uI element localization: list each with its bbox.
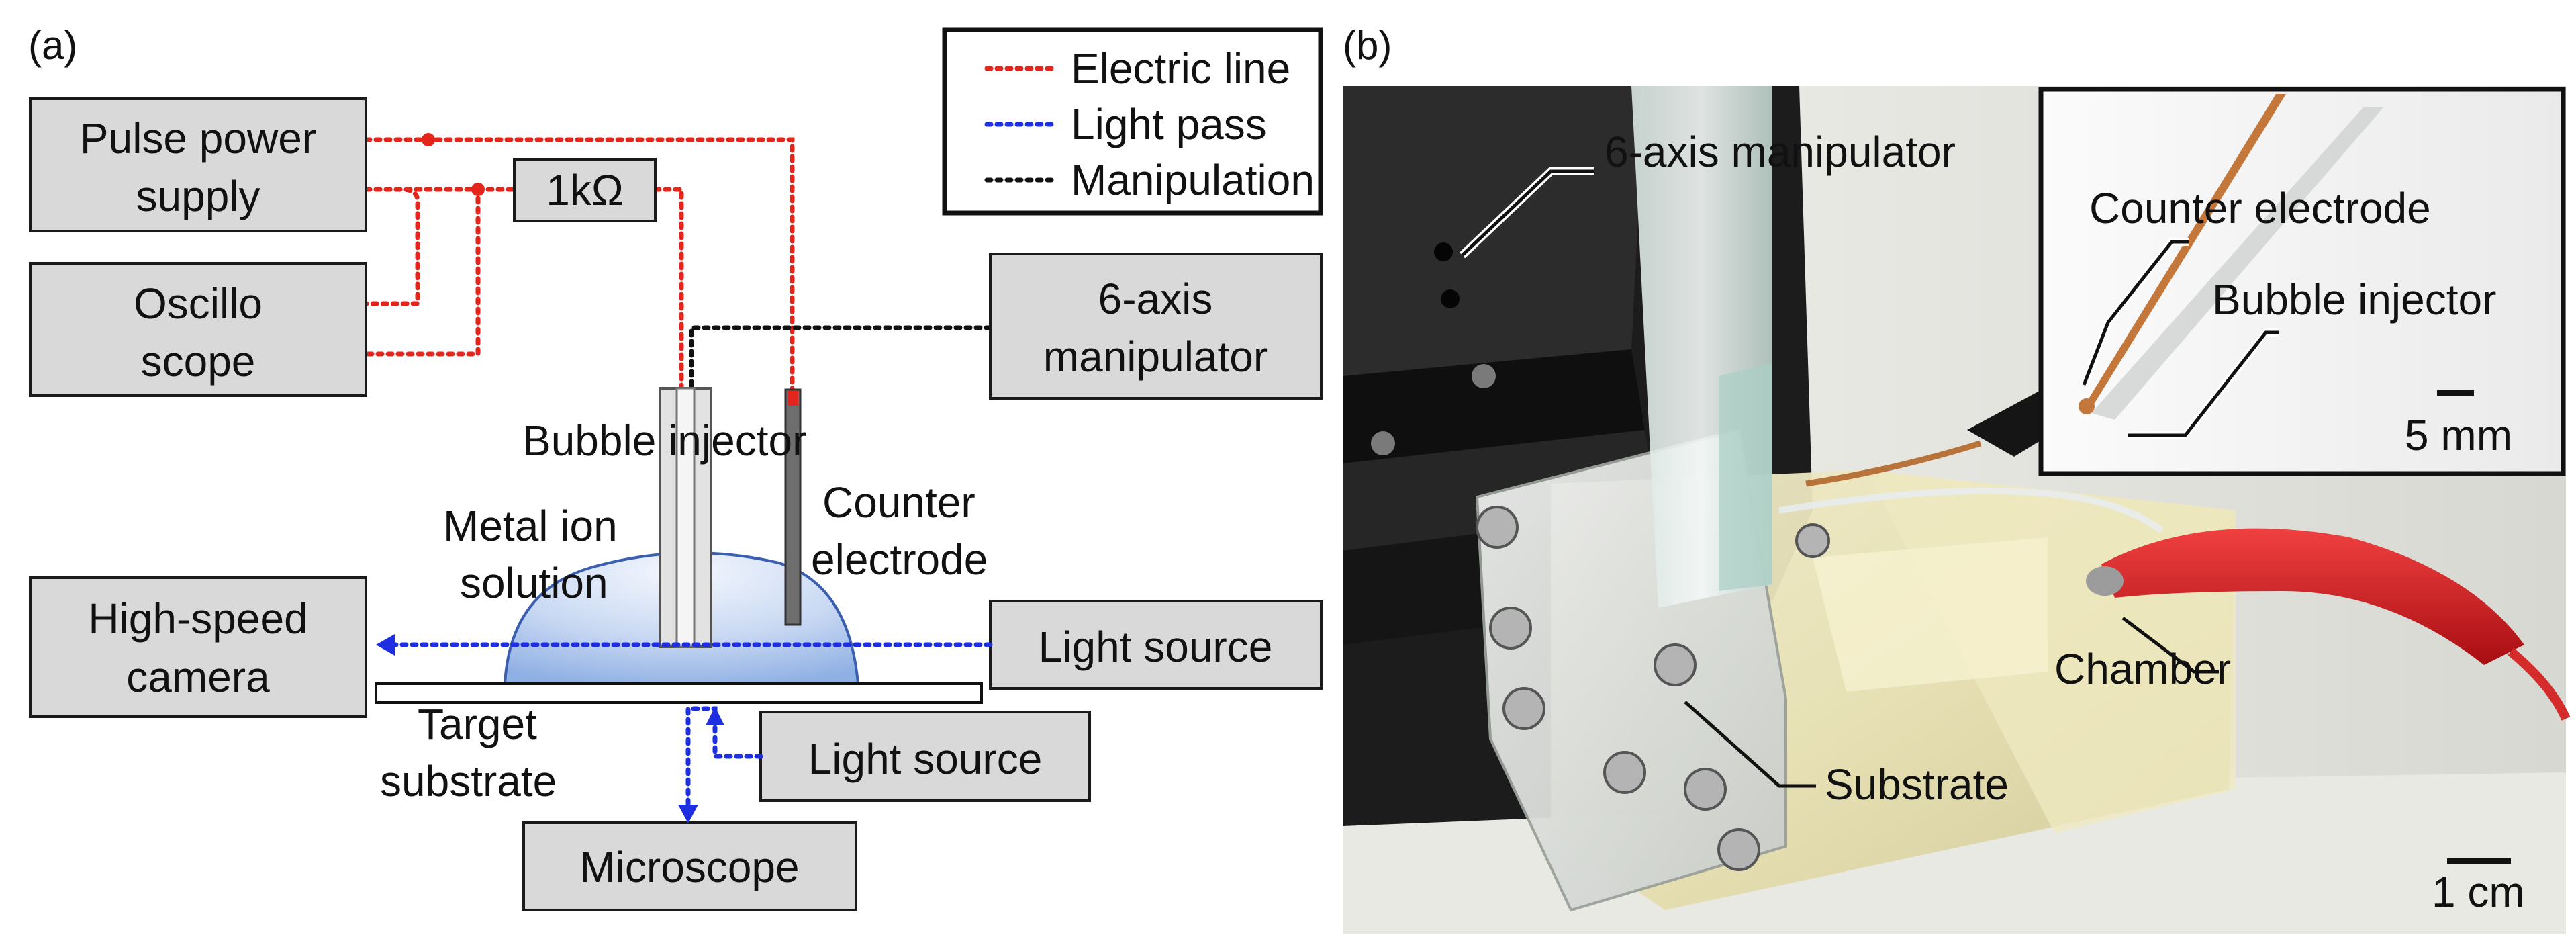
plate-screw <box>1476 506 1519 549</box>
inset-copper-electrode <box>2084 94 2286 408</box>
light-source-side-label: Light source <box>1039 623 1273 671</box>
red-clip <box>2101 528 2524 665</box>
light-source-bottom-box: Light source <box>759 711 1091 802</box>
inset-electrode-tip <box>2079 398 2095 414</box>
manipulation-line <box>689 325 993 389</box>
resistor-box: 1kΩ <box>513 158 657 222</box>
plate-screws <box>1476 506 1830 871</box>
legend-manipulation-label: Manipulation <box>1071 156 1315 204</box>
inset-leader-bubble-injector <box>2128 330 2279 437</box>
pulse-power-supply-line-1: Pulse power <box>80 114 316 163</box>
microscope-box: Microscope <box>522 821 857 911</box>
counter-electrode-label-1: Counter <box>822 478 975 527</box>
manipulator-line-1: 6-axis <box>1098 275 1213 323</box>
electric-line-resistor-to-scope <box>363 187 481 357</box>
plate-screw <box>1654 643 1697 686</box>
electric-junction-1 <box>422 133 435 146</box>
electric-junction-2 <box>471 183 485 196</box>
counter-electrode-tip <box>788 391 798 406</box>
manipulator-screw-hole <box>1441 289 1460 308</box>
manipulator-box: 6-axis manipulator <box>989 253 1323 400</box>
electric-line-supply-to-counter-electrode <box>363 137 795 396</box>
photo-label-substrate: Substrate <box>1825 760 2009 809</box>
inset-label-counter-electrode: Counter electrode <box>2089 184 2431 232</box>
pulse-power-supply-box: Pulse power supply <box>29 97 367 232</box>
plate-screw <box>1684 768 1727 811</box>
manipulator-screw-hole <box>1434 242 1453 261</box>
plate-screw <box>1489 607 1532 650</box>
legend: Electric line Light pass Manipulation <box>942 27 1323 216</box>
chamber-liquid <box>1813 537 2048 692</box>
microscope-label: Microscope <box>579 843 799 891</box>
light-path-side-arrowhead <box>376 634 395 656</box>
oscilloscope-line-1: Oscillo <box>134 279 263 328</box>
oscilloscope-line-2: scope <box>141 337 256 386</box>
counter-electrode-rod <box>784 388 802 626</box>
leader-chamber <box>2121 617 2219 674</box>
red-clip-cable <box>2508 647 2571 721</box>
camera-line-1: High-speed <box>88 594 307 643</box>
legend-light-label: Light pass <box>1071 100 1267 148</box>
photo-annotations: 6-axis manipulator Chamber Substrate 1 c… <box>1459 128 2525 916</box>
inset-glass-tube <box>2091 107 2383 420</box>
manipulator-screw <box>1472 364 1496 388</box>
target-substrate-label-1: Target <box>418 700 537 748</box>
target-substrate-label-2: substrate <box>380 757 557 805</box>
injector-tube <box>1778 487 2164 534</box>
plate-screw <box>1717 828 1760 871</box>
panel-label-b: (b) <box>1343 23 1392 68</box>
schematic-panel: (a) Electric line Light pass Manipulatio… <box>28 23 1323 911</box>
leader-manipulator <box>1461 169 1594 257</box>
panel-label-a: (a) <box>28 23 77 68</box>
inset-leader-counter-electrode <box>2082 240 2189 386</box>
photo-inset: Counter electrode Bubble injector 5 mm <box>2038 87 2566 476</box>
light-source-bottom-label: Light source <box>808 735 1043 783</box>
electric-line-supply-to-scope <box>363 187 420 306</box>
bubble-injector-inner <box>675 387 696 648</box>
inset-frame <box>2038 87 2566 476</box>
camera-line-2: camera <box>126 653 270 701</box>
pulse-power-supply-line-2: supply <box>136 172 260 220</box>
resistor-label: 1kΩ <box>546 166 623 214</box>
electric-lines <box>363 133 795 396</box>
manipulator-screw <box>1371 431 1395 455</box>
light-path-bottom-arrowhead <box>678 805 698 823</box>
metal-ion-solution-label-2: solution <box>460 559 608 607</box>
copper-wire <box>1805 440 1982 487</box>
high-speed-camera-box: High-speed camera <box>29 576 367 718</box>
manipulator-stage-upper <box>1343 86 1645 376</box>
oscilloscope-box: Oscillo scope <box>29 262 367 397</box>
photo-label-manipulator: 6-axis manipulator <box>1605 128 1956 176</box>
electric-line-resistor-to-injector <box>653 187 684 389</box>
plate-screw <box>1502 687 1545 730</box>
leader-substrate <box>1684 701 1816 788</box>
inset-scale-label: 5 mm <box>2405 411 2512 459</box>
light-path-bottom <box>685 706 763 822</box>
legend-electric-label: Electric line <box>1071 44 1290 93</box>
bubble-injector-label: Bubble injector <box>522 416 806 465</box>
light-path-bottom-up-arrowhead <box>706 707 724 725</box>
photo-panel: 6-axis manipulator Chamber Substrate 1 c… <box>1343 86 2571 934</box>
red-clip-tip <box>2086 566 2124 596</box>
inset-label-bubble-injector: Bubble injector <box>2212 275 2496 324</box>
plate-screw <box>1603 751 1646 794</box>
manipulator-stage-gap <box>1343 349 1645 463</box>
plate-screw <box>1795 523 1830 558</box>
target-substrate <box>375 682 983 704</box>
counter-electrode-label-2: electrode <box>811 535 988 584</box>
photo-scale-label: 1 cm <box>2432 868 2525 916</box>
prism-holder-shadow <box>1719 363 1772 591</box>
photo-label-chamber: Chamber <box>2054 645 2231 693</box>
metal-ion-solution-label-1: Metal ion <box>443 502 618 550</box>
manipulator-line-2: manipulator <box>1043 332 1268 381</box>
light-source-side-box: Light source <box>989 600 1323 690</box>
